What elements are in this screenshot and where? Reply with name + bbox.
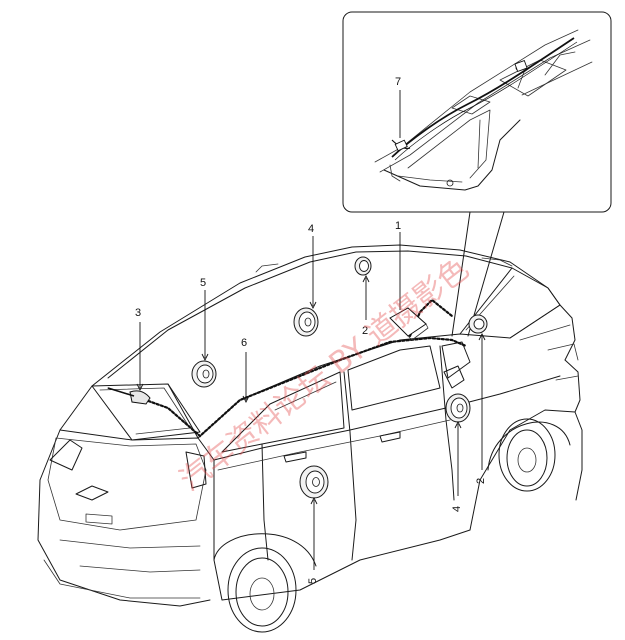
tweeter-2-right: 2	[468, 314, 488, 484]
callout-7: 7	[395, 76, 401, 88]
car-body	[37, 244, 583, 633]
callout-4a: 4	[308, 223, 314, 235]
callout-3: 3	[135, 307, 141, 319]
watermark-text: 汽车资料论坛 BY 道摄影色	[173, 251, 475, 498]
callout-6: 6	[241, 337, 247, 349]
callout-1: 1	[395, 220, 401, 232]
speaker-4-door: 4	[445, 393, 471, 512]
speaker-5-upper: 5	[191, 277, 217, 388]
callout-2b: 2	[475, 478, 487, 484]
callout-5b: 5	[307, 578, 319, 584]
antenna-module-1: 1	[389, 220, 429, 341]
roof-antenna-3: 3	[107, 307, 151, 405]
harness-label-6: 6	[241, 337, 250, 404]
tweeter-2-upper: 2	[354, 256, 372, 337]
speaker-5-door: 5	[299, 465, 329, 584]
callout-2a: 2	[362, 325, 368, 337]
speaker-4-upper: 4	[293, 223, 319, 337]
callout-5a: 5	[200, 277, 206, 289]
detail-inset: 7	[342, 11, 612, 337]
callout-4b: 4	[451, 506, 463, 512]
